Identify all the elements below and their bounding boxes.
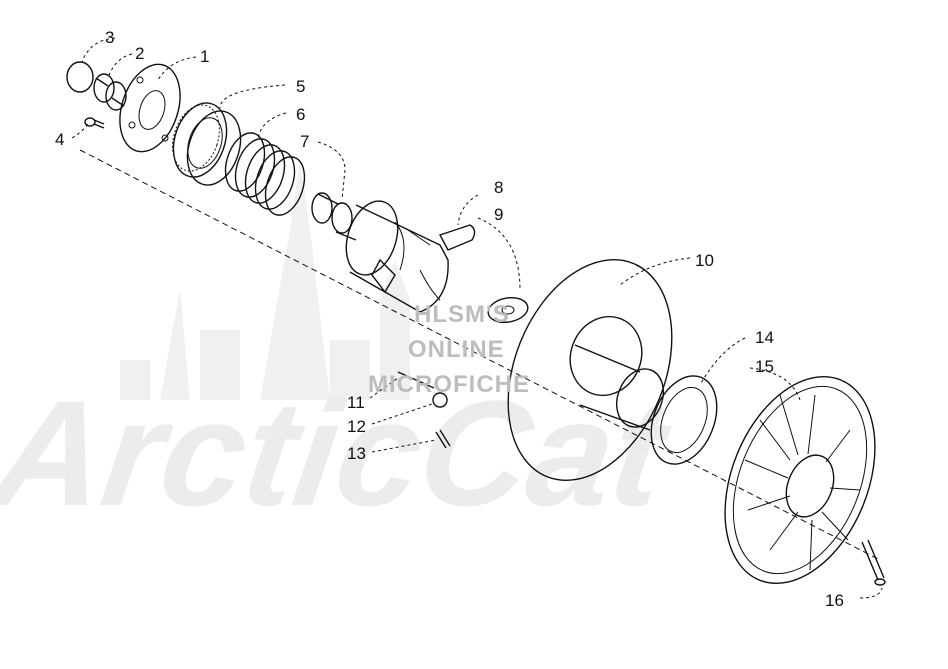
watermark-logo: ArcticCat (0, 370, 681, 537)
part-10-sheave (507, 259, 673, 481)
callout-6: 6 (296, 105, 305, 124)
sheave-tower (345, 200, 449, 313)
callout-7: 7 (300, 132, 309, 151)
callout-8: 8 (494, 178, 503, 197)
leader-lines (71, 37, 883, 599)
watermark-skyline (120, 160, 410, 400)
part-9-washer (487, 296, 529, 324)
part-4-screw (84, 117, 105, 129)
part-16-screw (861, 539, 886, 586)
part-7-bushing (311, 192, 357, 241)
part-6-spring (224, 132, 306, 216)
watermark-line-3: MICROFICHE (368, 371, 530, 398)
watermark-line-1: HLSM'S (414, 301, 510, 328)
callout-9: 9 (494, 205, 503, 224)
part-1-cover (119, 63, 181, 153)
callouts: 1 2 3 4 5 6 7 8 9 10 11 12 13 14 15 16 (55, 28, 844, 610)
callout-14: 14 (755, 328, 774, 347)
callout-16: 16 (825, 591, 844, 610)
callout-11: 11 (347, 393, 365, 412)
watermark-line-2: ONLINE (408, 336, 505, 363)
part-3-snap-ring (66, 61, 94, 93)
part-2-bushing (93, 73, 127, 111)
callout-3: 3 (105, 28, 114, 47)
callout-4: 4 (55, 130, 64, 149)
callout-15: 15 (755, 357, 774, 376)
callout-5: 5 (296, 77, 305, 96)
callout-13: 13 (347, 444, 366, 463)
part-13-bolt (435, 429, 451, 449)
callout-2: 2 (135, 44, 144, 63)
callout-10: 10 (695, 251, 714, 270)
part-14-ring (650, 375, 718, 465)
part-11-pin (397, 371, 435, 389)
part-12-roller (432, 392, 448, 408)
part-5-cup (172, 102, 242, 186)
part-8-arm (419, 224, 476, 301)
callout-1: 1 (200, 47, 209, 66)
callout-12: 12 (347, 417, 366, 436)
watermark-text: HLSM'S ONLINE MICROFICHE (368, 301, 530, 398)
part-15-spoked-cover (724, 375, 876, 585)
